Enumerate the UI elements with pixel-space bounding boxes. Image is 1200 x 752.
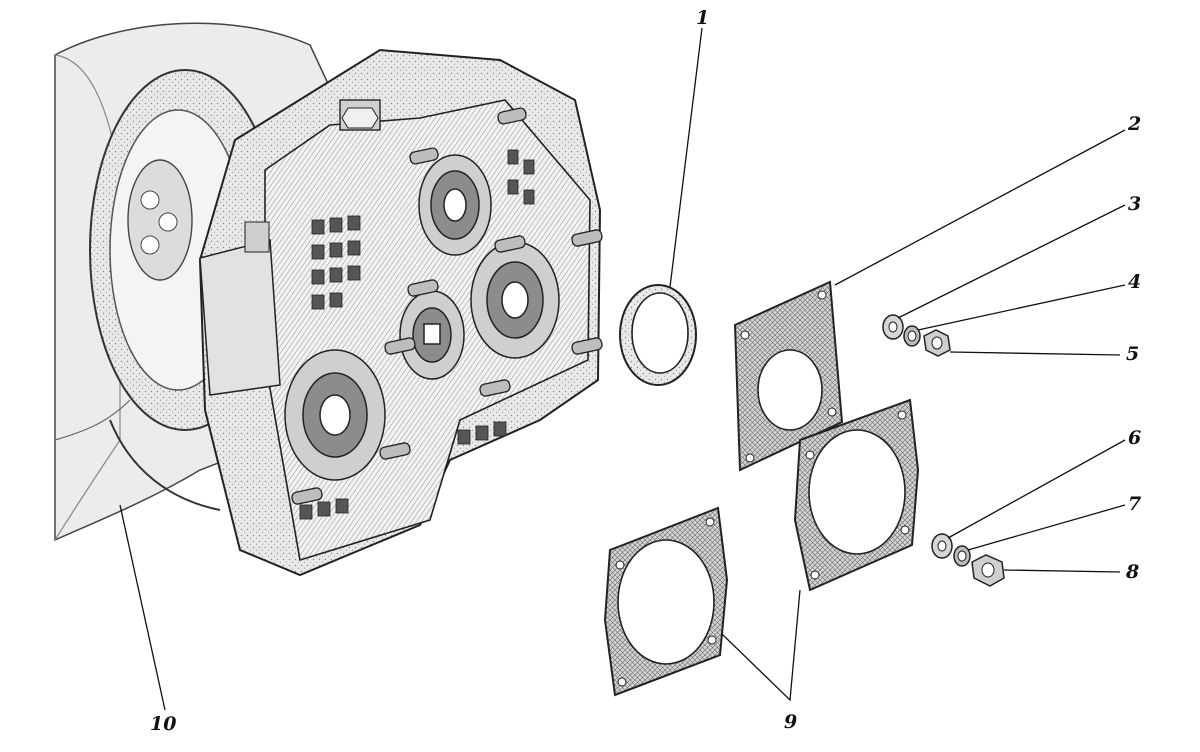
callout-3: 3 xyxy=(1128,193,1141,215)
leader-line-7 xyxy=(967,504,1126,551)
nut-8 xyxy=(971,554,1005,587)
leader-line-8 xyxy=(1003,569,1121,573)
washer-3 xyxy=(882,314,904,340)
leader-line-2 xyxy=(834,129,1126,286)
leader-line-6 xyxy=(947,439,1126,539)
leader-line-9 xyxy=(721,589,801,702)
callout-4: 4 xyxy=(1128,271,1141,293)
callout-8: 8 xyxy=(1125,561,1139,583)
spring-washer-4 xyxy=(903,325,921,347)
callout-10: 10 xyxy=(150,713,176,735)
leader-line-4 xyxy=(917,284,1126,331)
leader-line-5 xyxy=(949,351,1121,356)
gearbox-cover-assembly xyxy=(198,48,603,577)
washer-6 xyxy=(931,533,953,559)
callout-5: 5 xyxy=(1126,343,1139,365)
callout-9: 9 xyxy=(784,711,797,733)
callout-7: 7 xyxy=(1128,493,1141,515)
callout-2: 2 xyxy=(1127,113,1141,135)
seal-ring-1 xyxy=(619,284,697,386)
callout-labels: 1 2 3 4 5 6 7 8 9 10 xyxy=(150,7,1141,735)
callout-1: 1 xyxy=(696,7,709,29)
leader-line-3 xyxy=(897,204,1126,319)
leader-line-1 xyxy=(669,27,703,288)
nut-5 xyxy=(923,329,951,357)
leader-line-10 xyxy=(119,504,166,711)
leader-lines xyxy=(119,27,1126,711)
flange-gasket-9-upper xyxy=(793,398,920,592)
spring-washer-7 xyxy=(953,545,971,567)
callout-6: 6 xyxy=(1128,427,1141,449)
square-gasket-2 xyxy=(733,280,844,472)
flange-gasket-9-lower xyxy=(603,506,729,697)
